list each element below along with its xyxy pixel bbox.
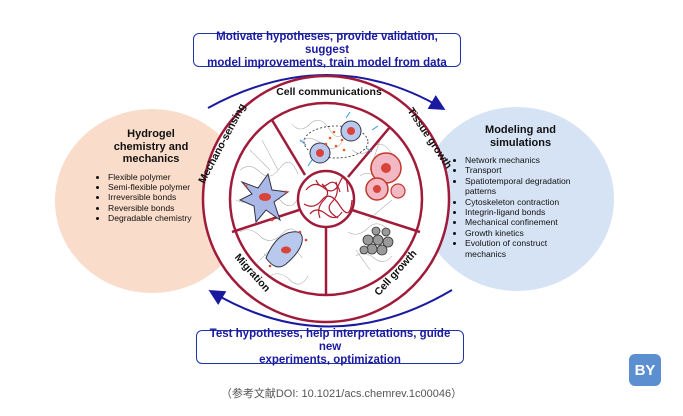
bottom-arc-arrow: [208, 289, 453, 328]
list-item: Evolution of construct mechanics: [465, 238, 588, 259]
hydrogel-panel: Hydrogel chemistry and mechanics Flexibl…: [96, 128, 206, 224]
list-item: Mechanical confinement: [465, 217, 588, 227]
list-item: Irreversible bonds: [108, 192, 206, 202]
top-box-line-2: model improvements, train model from dat…: [207, 56, 447, 69]
list-item: Spatiotemporal degradation patterns: [465, 176, 588, 197]
by-logo: BY: [629, 354, 661, 386]
bottom-box-line-2: experiments, optimization: [259, 353, 401, 366]
modeling-panel: Modeling and simulations Network mechani…: [453, 124, 588, 259]
list-item: Reversible bonds: [108, 203, 206, 213]
cell-communication-illustration: [299, 111, 379, 167]
hydrogel-list: Flexible polymer Semi-flexible polymer I…: [96, 172, 206, 224]
list-item: Growth kinetics: [465, 228, 588, 238]
left-ellipse: [55, 109, 249, 293]
reference-caption: （参考文献DOI: 10.1021/acs.chemrev.1c00046）: [220, 388, 463, 400]
list-item: Degradable chemistry: [108, 213, 206, 223]
list-item: Semi-flexible polymer: [108, 182, 206, 192]
migration-illustration: [265, 230, 308, 268]
label-cell-communications: Cell communications: [276, 86, 382, 98]
list-item: Cytoskeleton contraction: [465, 197, 588, 207]
modeling-title: Modeling and simulations: [485, 124, 556, 149]
right-ellipse: [420, 107, 614, 291]
list-item: Network mechanics: [465, 155, 588, 165]
list-item: Flexible polymer: [108, 172, 206, 182]
cell-growth-illustration: [359, 226, 394, 256]
hydrogel-title: Hydrogel chemistry and mechanics: [113, 128, 189, 165]
bottom-feedback-box: Test hypotheses, help interpretations, g…: [196, 327, 464, 366]
list-item: Integrin-ligand bonds: [465, 207, 588, 217]
bottom-box-line-1: Test hypotheses, help interpretations, g…: [209, 327, 451, 353]
list-item: Transport: [465, 165, 588, 175]
top-box-line-1: Motivate hypotheses, provide validation,…: [216, 30, 438, 56]
mechano-sensing-illustration: [238, 172, 290, 224]
center-network: [303, 176, 353, 219]
wheel-spokes: [231, 119, 421, 295]
tissue-growth-illustration: [365, 152, 406, 201]
modeling-list: Network mechanics Transport Spatiotempor…: [453, 155, 588, 259]
top-feedback-box: Motivate hypotheses, provide validation,…: [193, 30, 461, 69]
